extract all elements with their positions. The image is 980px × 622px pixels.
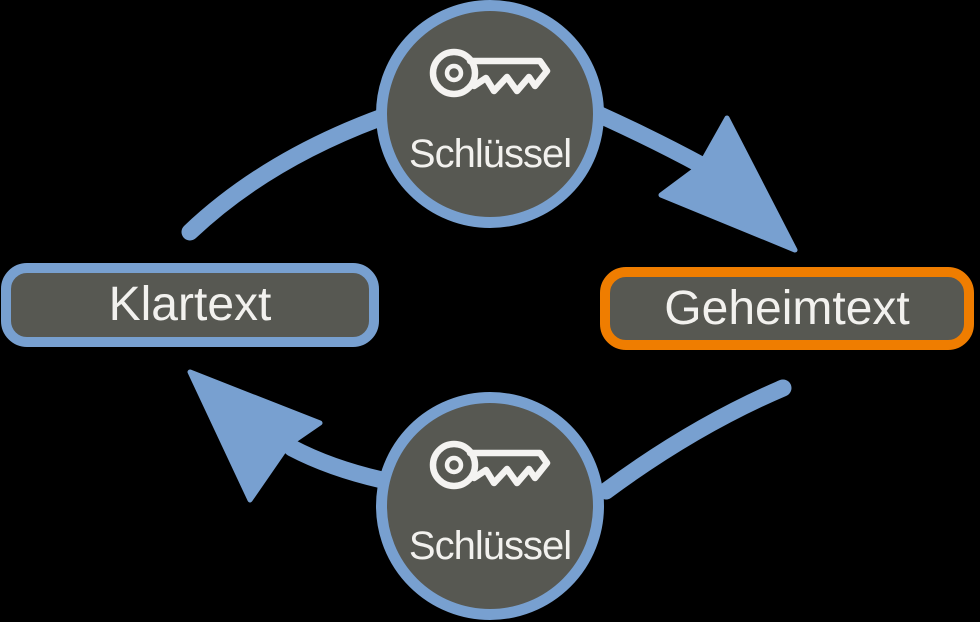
key-node-bottom: Schlüssel — [376, 392, 604, 620]
ciphertext-node: Geheimtext — [600, 267, 974, 350]
plaintext-node: Klartext — [1, 263, 379, 347]
key-icon — [429, 440, 551, 490]
key-node-label: Schlüssel — [408, 524, 572, 568]
arrow-key-bottom-to-plaintext — [187, 369, 391, 503]
arrow-plaintext-to-key-top — [181, 106, 397, 241]
plaintext-label: Klartext — [108, 278, 272, 331]
arrow-ciphertext-to-key-bottom — [597, 379, 792, 500]
ciphertext-label: Geheimtext — [664, 281, 910, 335]
key-node-top: Schlüssel — [376, 0, 604, 228]
arrow-key-top-to-ciphertext — [591, 106, 798, 253]
key-node-label: Schlüssel — [408, 132, 572, 176]
key-icon — [429, 48, 551, 98]
